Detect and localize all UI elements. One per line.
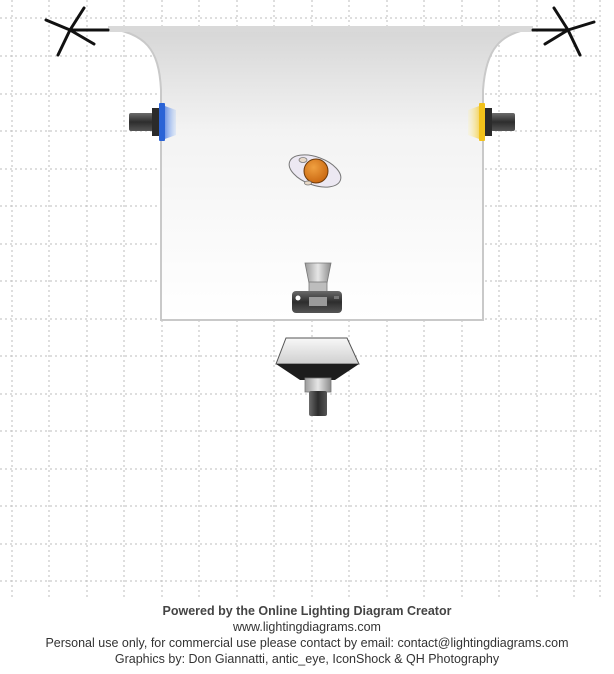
credit-title: Powered by the Online Lighting Diagram C… bbox=[162, 604, 452, 618]
camera-icon bbox=[292, 262, 342, 313]
light-stand-icon bbox=[44, 6, 110, 57]
credit-license: Personal use only, for commercial use pl… bbox=[45, 636, 569, 650]
strobe-icon bbox=[129, 103, 176, 141]
credit-url[interactable]: www.lightingdiagrams.com bbox=[233, 620, 381, 634]
strobe-icon bbox=[468, 103, 515, 141]
credit-graphics: Graphics by: Don Giannatti, antic_eye, I… bbox=[114, 652, 500, 666]
person-icon bbox=[288, 154, 342, 188]
light-stand-icon bbox=[531, 6, 596, 57]
softbox-icon bbox=[275, 337, 360, 416]
